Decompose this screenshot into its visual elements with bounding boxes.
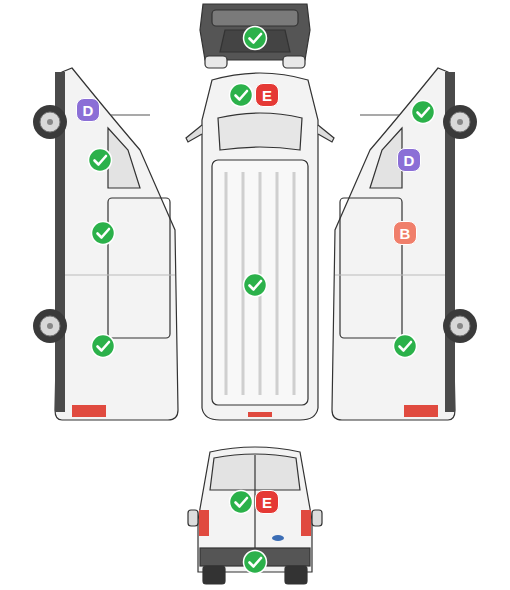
damage-code: E bbox=[262, 495, 272, 510]
damage-code: B bbox=[400, 226, 411, 241]
damage-badge: E bbox=[255, 490, 279, 514]
damage-badge: D bbox=[397, 148, 421, 172]
rear-view bbox=[188, 447, 322, 584]
damage-badge: D bbox=[76, 98, 100, 122]
damage-code: D bbox=[404, 153, 415, 168]
right-side-view bbox=[332, 68, 455, 420]
damage-code: D bbox=[83, 103, 94, 118]
damage-badge: B bbox=[393, 221, 417, 245]
left-side-view bbox=[55, 68, 178, 420]
damage-code: E bbox=[262, 88, 272, 103]
damage-badge: E bbox=[255, 83, 279, 107]
ok-check-marks bbox=[89, 27, 435, 574]
front-view bbox=[200, 4, 310, 68]
top-view bbox=[186, 73, 334, 420]
